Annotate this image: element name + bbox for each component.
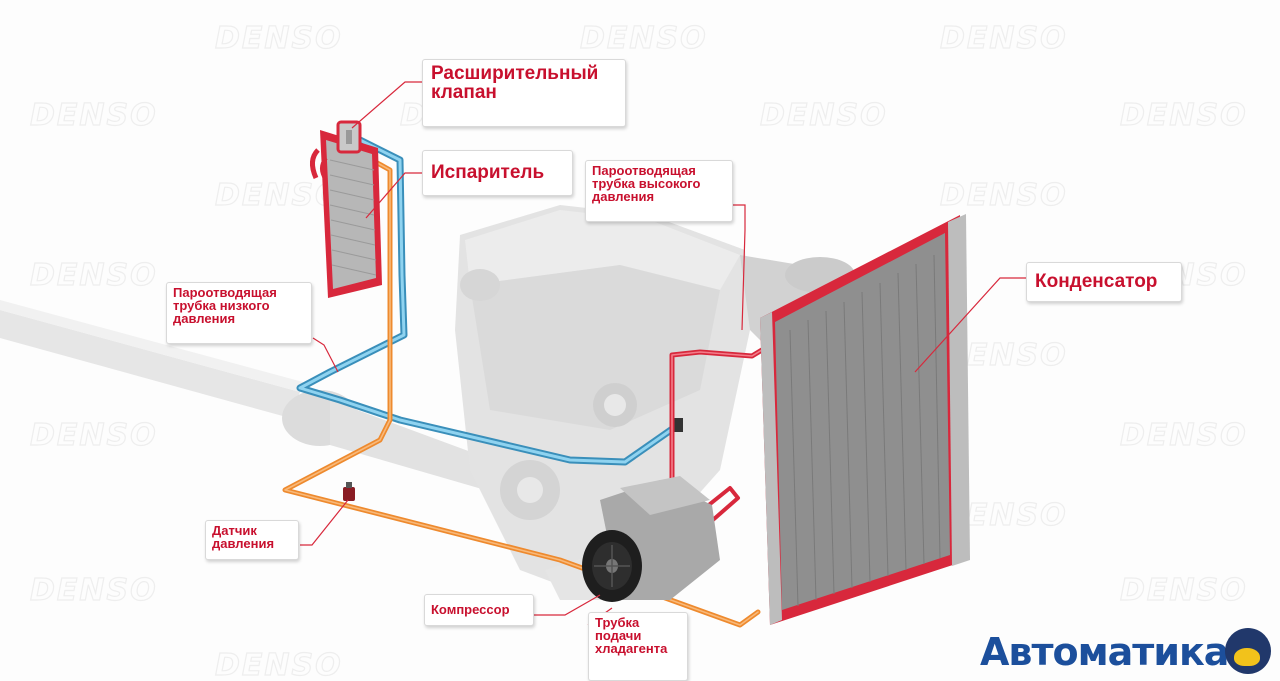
label-text: Компрессор bbox=[431, 602, 510, 617]
watermark: DENSO bbox=[1120, 98, 1248, 133]
watermark: DENSO bbox=[215, 648, 343, 681]
label-text: Пароотводящая трубка низкого давления bbox=[173, 285, 277, 326]
label-text: Трубка подачи хладагента bbox=[595, 615, 668, 656]
label-evaporator: Испаритель bbox=[422, 150, 573, 196]
watermark: DENSO bbox=[1120, 418, 1248, 453]
watermark-layer: DENSO DENSO DENSO DENSO DENSO DENSO DENS… bbox=[29, 20, 1248, 681]
watermark: DENSO bbox=[30, 418, 158, 453]
watermark: DENSO bbox=[940, 178, 1068, 213]
label-condenser: Конденсатор bbox=[1026, 262, 1182, 302]
watermark: DENSO bbox=[30, 573, 158, 608]
label-text: Датчик давления bbox=[212, 523, 275, 551]
label-pressure-sensor: Датчик давления bbox=[205, 520, 299, 560]
label-text: Конденсатор bbox=[1035, 271, 1158, 292]
watermark: DENSO bbox=[30, 258, 158, 293]
expansion-valve-graphic bbox=[336, 120, 362, 154]
watermark: DENSO bbox=[940, 21, 1068, 56]
evaporator-graphic bbox=[310, 130, 382, 298]
supply-pipe-graphic bbox=[282, 157, 761, 628]
watermark: DENSO bbox=[30, 98, 158, 133]
watermark: DENSO bbox=[580, 21, 708, 56]
logo-badge-icon bbox=[1225, 628, 1271, 674]
watermark: DENSO bbox=[215, 21, 343, 56]
label-compressor: Компрессор bbox=[424, 594, 534, 626]
watermark: DENSO bbox=[1120, 573, 1248, 608]
brand-logo: Автоматика bbox=[972, 626, 1280, 681]
label-text: Расширительный клапан bbox=[431, 63, 599, 103]
label-supply-pipe: Трубка подачи хладагента bbox=[588, 612, 688, 681]
compressor-graphic bbox=[582, 476, 720, 602]
label-high-pressure-pipe: Пароотводящая трубка высокого давления bbox=[585, 160, 733, 222]
watermark: DENSO bbox=[215, 178, 343, 213]
logo-text: Автоматика bbox=[980, 630, 1229, 674]
watermark: DENSO bbox=[760, 98, 888, 133]
leader-lines bbox=[300, 81, 1028, 626]
pressure-sensor-graphic bbox=[343, 482, 355, 501]
label-text: Испаритель bbox=[431, 162, 545, 183]
label-text: Пароотводящая трубка высокого давления bbox=[592, 163, 701, 204]
low-pressure-pipe-graphic bbox=[296, 136, 683, 466]
label-low-pressure-pipe: Пароотводящая трубка низкого давления bbox=[166, 282, 312, 344]
label-expansion-valve: Расширительный клапан bbox=[422, 59, 626, 127]
condenser-graphic bbox=[760, 214, 970, 625]
